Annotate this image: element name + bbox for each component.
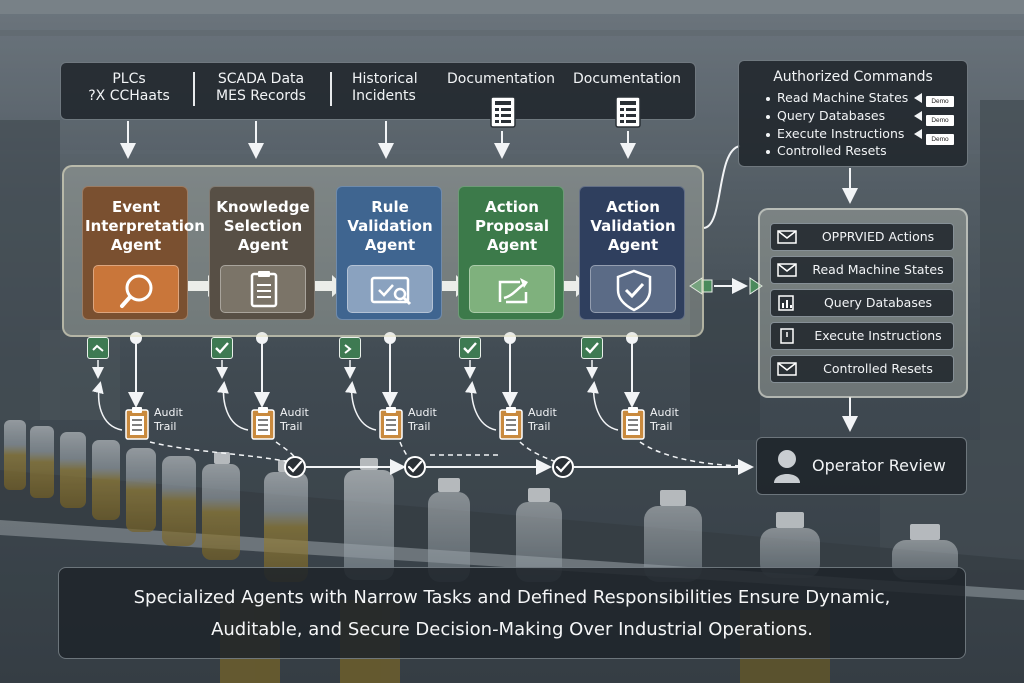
source-documentation: Documentation [447, 71, 555, 87]
clipboard-icon [621, 407, 645, 440]
document-icon [615, 96, 641, 128]
check-badge [339, 337, 361, 359]
authorized-commands-box [738, 60, 968, 167]
clipboard-icon [251, 407, 275, 440]
audit-trail[interactable]: Audit Trail [620, 406, 700, 440]
envelope-icon [777, 362, 797, 376]
agent-action-validation[interactable]: Action Validation Agent [579, 186, 685, 320]
arrow-left-icon [914, 93, 922, 139]
check-badge [211, 337, 233, 359]
check-badge [87, 337, 109, 359]
chart-doc-icon [778, 295, 794, 311]
audit-trail-label: Audit Trail [154, 406, 183, 433]
caption-line-1: Specialized Agents with Narrow Tasks and… [133, 587, 891, 608]
check-badge [459, 337, 481, 359]
command-item: Controlled Resets [766, 143, 887, 158]
authorized-commands-title: Authorized Commands [773, 69, 933, 85]
caption-box [58, 567, 966, 659]
action-item-query-databases[interactable]: Query Databases [770, 289, 954, 317]
audit-trail[interactable]: Audit Trail [250, 406, 330, 440]
command-item: Read Machine States [766, 90, 908, 105]
clipboard-icon [125, 407, 149, 440]
agent-rule-validation[interactable]: Rule Validation Agent [336, 186, 442, 320]
envelope-icon [777, 230, 797, 244]
source-documentation: Documentation [573, 71, 681, 87]
agent-title: Event Interpretation Agent [85, 198, 205, 254]
document-icon [490, 96, 516, 128]
rule-check-icon [347, 265, 433, 313]
shield-check-icon [590, 265, 676, 313]
person-icon [774, 450, 800, 483]
action-item-execute-instructions[interactable]: Execute Instructions [770, 322, 954, 350]
data-sources-bar [60, 62, 696, 120]
agent-title: Action Proposal Agent [475, 198, 549, 254]
caption-line-2: Auditable, and Secure Decision-Making Ov… [211, 619, 813, 640]
agent-knowledge-selection[interactable]: Knowledge Selection Agent [209, 186, 315, 320]
operator-review-label: Operator Review [812, 456, 946, 475]
demo-tag: Demo [926, 115, 954, 126]
audit-trail-label: Audit Trail [650, 406, 679, 433]
envelope-icon [777, 263, 797, 277]
clipboard-icon [220, 265, 306, 313]
agent-title: Rule Validation Agent [347, 198, 433, 254]
audit-trail-label: Audit Trail [280, 406, 309, 433]
command-item: Execute Instructions [766, 126, 904, 141]
agent-title: Action Validation Agent [590, 198, 676, 254]
proposal-arrow-icon [469, 265, 555, 313]
magnifier-icon [93, 265, 179, 313]
action-item-approved[interactable]: OPPRVIED Actions [770, 223, 954, 251]
audit-trail-label: Audit Trail [408, 406, 437, 433]
source-divider [193, 72, 195, 106]
source-divider [330, 72, 332, 106]
demo-tag: Demo [926, 96, 954, 107]
agent-title: Knowledge Selection Agent [216, 198, 310, 254]
clipboard-icon [499, 407, 523, 440]
agent-event-interpretation[interactable]: Event Interpretation Agent [82, 186, 205, 320]
demo-tag: Demo [926, 134, 954, 145]
source-plcs: PLCs?X CCHaats [88, 71, 170, 104]
audit-trail-label: Audit Trail [528, 406, 557, 433]
audit-trail[interactable]: Audit Trail [378, 406, 458, 440]
action-item-controlled-resets[interactable]: Controlled Resets [770, 355, 954, 383]
command-item: Query Databases [766, 108, 885, 123]
check-badge [581, 337, 603, 359]
action-item-read-machine-states[interactable]: Read Machine States [770, 256, 954, 284]
audit-trail[interactable]: Audit Trail [498, 406, 578, 440]
agent-action-proposal[interactable]: Action Proposal Agent [458, 186, 564, 320]
clipboard-icon [379, 407, 403, 440]
exit-door-icon [780, 328, 794, 344]
audit-trail[interactable]: Audit Trail [124, 406, 204, 440]
